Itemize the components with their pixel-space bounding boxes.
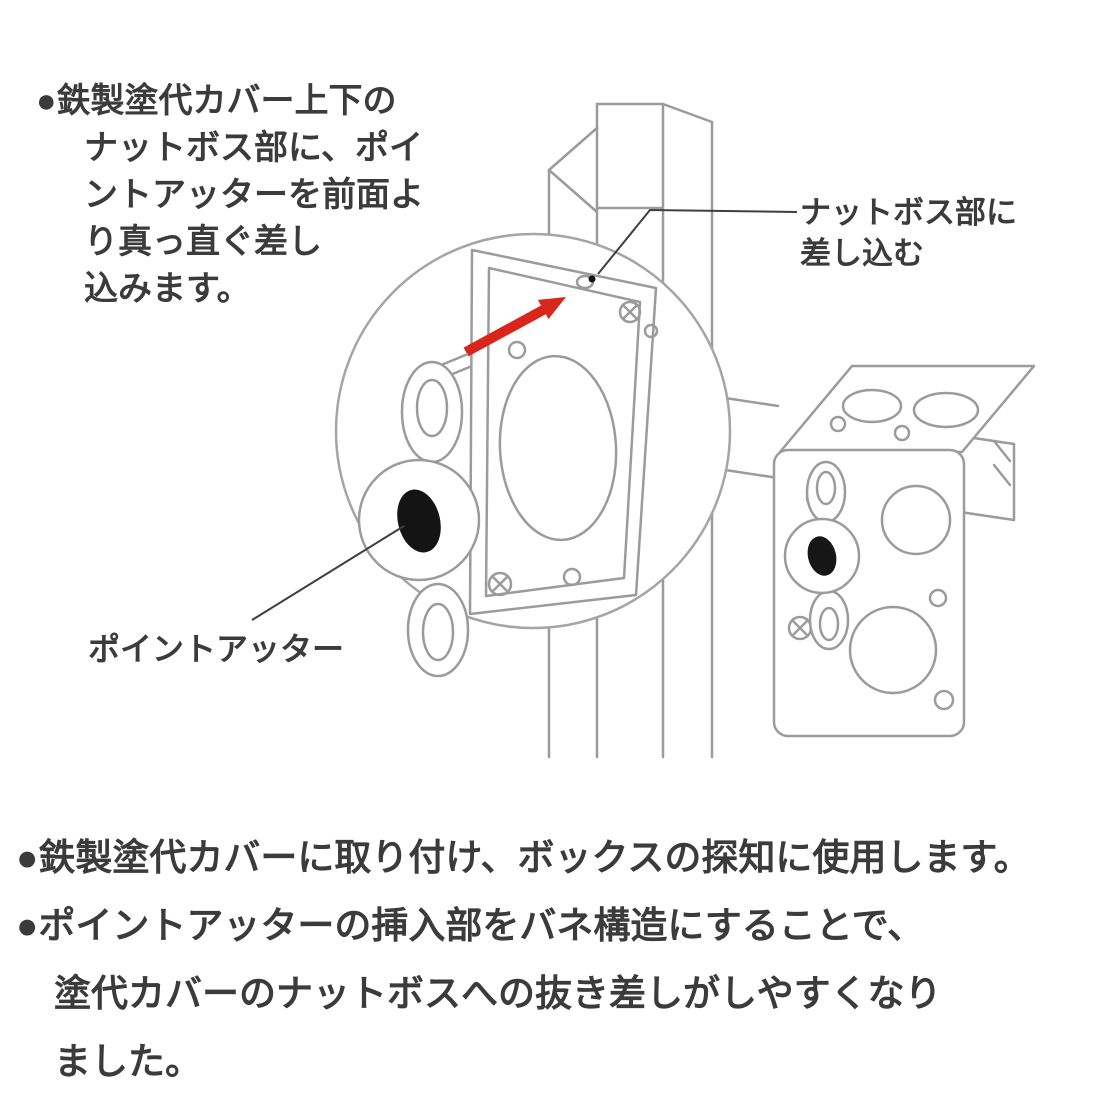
point-atter-on-box xyxy=(783,460,861,651)
nut-boss-label: ナットボス部に 差し込む xyxy=(800,192,1017,274)
top-note-line: 込みます。 xyxy=(84,270,251,308)
top-note-line: ナットボス部に、ポイ xyxy=(84,129,423,167)
nut-boss-leader xyxy=(597,208,798,275)
bottom-feature-notes: ●鉄製塗代カバーに取り付け、ボックスの探知に使用します。 ●ポイントアッターの挿… xyxy=(16,824,1031,1096)
electrical-box xyxy=(772,364,1036,738)
box-atter-black-oval xyxy=(807,536,837,576)
point-atter-leader xyxy=(251,525,405,621)
top-instruction-note: ●鉄製塗代カバー上下の ナットボス部に、ポイ ントアッターを前面よ り真っ直ぐ差… xyxy=(36,78,424,313)
nut-boss-label-line: ナットボス部に xyxy=(800,195,1017,230)
top-note-line: ●鉄製塗代カバー上下の xyxy=(36,82,397,120)
red-arrow xyxy=(463,297,566,357)
nut-boss-dot xyxy=(588,275,596,283)
zoomed-cover xyxy=(468,248,659,616)
top-note-line: り真っ直ぐ差し xyxy=(84,223,322,261)
bottom-note-line: ●鉄製塗代カバーに取り付け、ボックスの探知に使用します。 xyxy=(16,837,1031,878)
point-atter-zoomed xyxy=(357,352,481,678)
nut-boss-label-line: 差し込む xyxy=(800,236,924,271)
leader-lines xyxy=(251,208,798,621)
top-note-line: ントアッターを前面よ xyxy=(84,176,424,214)
bottom-note-line: 塗代カバーのナットボスへの抜き差しがしやすくなり xyxy=(54,973,942,1014)
bottom-note-line: ●ポイントアッターの挿入部をバネ構造にすることで、 xyxy=(16,905,925,946)
zoomed-atter-black-oval xyxy=(397,489,441,553)
bottom-note-line: ました。 xyxy=(54,1041,202,1082)
point-atter-label: ポイントアッター xyxy=(88,631,345,667)
